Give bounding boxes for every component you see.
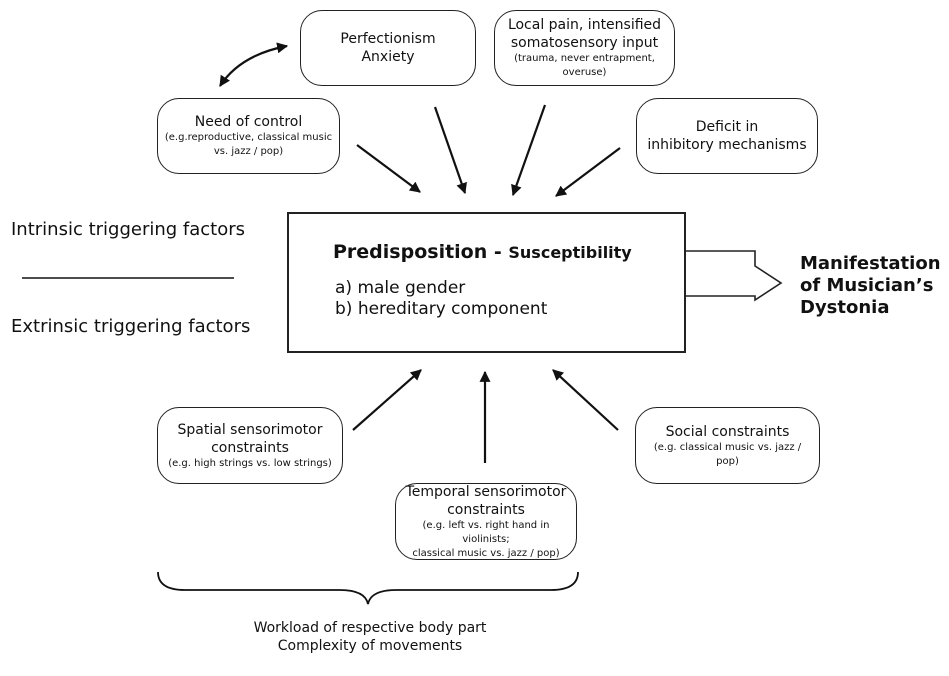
anxiety-label: Anxiety (361, 49, 415, 65)
temporal-title-1: Temporal sensorimotor (405, 483, 567, 500)
deficit-box: Deficit in inhibitory mechanisms (636, 98, 818, 174)
predisposition-box: Predisposition - Susceptibility a) male … (287, 212, 686, 353)
need-of-control-title: Need of control (194, 114, 303, 130)
perfectionism-label: Perfectionism (340, 31, 436, 47)
arrow-local-pain (511, 104, 547, 197)
predisposition-item-gender: a) male gender (335, 278, 466, 298)
spatial-title-2: constraints (211, 439, 289, 456)
intrinsic-factors-label: Intrinsic triggering factors (11, 219, 246, 240)
complexity-label: Complexity of movements (277, 638, 463, 654)
local-pain-title-2: somatosensory input (510, 35, 659, 51)
arrow-social (552, 369, 619, 431)
temporal-title-2: constraints (447, 501, 525, 518)
social-title: Social constraints (665, 423, 790, 440)
local-pain-note-1: (trauma, never entrapment, (514, 53, 655, 64)
bottom-brace (157, 571, 579, 605)
need-of-control-note-1: (e.g.reproductive, classical music (164, 132, 333, 143)
local-pain-note-2: overuse) (562, 67, 607, 78)
temporal-constraints-box: Temporal sensorimotor constraints (e.g. … (395, 483, 577, 560)
predisposition-title-main: Predisposition - (333, 241, 502, 263)
arrow-perfectionism (433, 106, 467, 195)
outcome-line-1: Manifestation (800, 253, 941, 274)
spatial-constraints-box: Spatial sensorimotor constraints (e.g. h… (157, 407, 343, 484)
extrinsic-factors-label: Extrinsic triggering factors (11, 316, 251, 337)
outcome-line-3: Dystonia (800, 297, 890, 318)
deficit-line-2: inhibitory mechanisms (647, 137, 807, 153)
predisposition-title: Predisposition - Susceptibility (333, 241, 632, 263)
need-of-control-note-2: vs. jazz / pop) (213, 146, 284, 157)
need-of-control-box: Need of control (e.g.reproductive, class… (157, 98, 340, 174)
local-pain-title-1: Local pain, intensified (507, 17, 662, 33)
arrow-need-of-control (356, 144, 421, 193)
spatial-title-1: Spatial sensorimotor (177, 421, 323, 438)
outcome-arrow-shape (685, 250, 783, 302)
predisposition-item-hereditary: b) hereditary component (335, 299, 548, 319)
arrow-spatial (352, 369, 422, 431)
perfectionism-anxiety-box: Perfectionism Anxiety (300, 10, 476, 86)
curved-double-arrow (219, 42, 289, 87)
temporal-note-1: (e.g. left vs. right hand in violinists; (422, 519, 550, 545)
outcome-label: Manifestation of Musician’s Dystonia (800, 253, 941, 319)
spatial-note: (e.g. high strings vs. low strings) (168, 457, 332, 469)
outcome-line-2: of Musician’s (800, 275, 934, 296)
predisposition-subtitle: Susceptibility (508, 243, 632, 262)
deficit-line-1: Deficit in (695, 119, 759, 135)
temporal-note-2: classical music vs. jazz / pop) (412, 547, 560, 559)
arrow-deficit (555, 147, 621, 197)
local-pain-box: Local pain, intensified somatosensory in… (494, 10, 675, 86)
social-constraints-box: Social constraints (e.g. classical music… (635, 407, 820, 484)
workload-label: Workload of respective body part (253, 620, 487, 636)
social-note: (e.g. classical music vs. jazz / pop) (653, 441, 802, 467)
